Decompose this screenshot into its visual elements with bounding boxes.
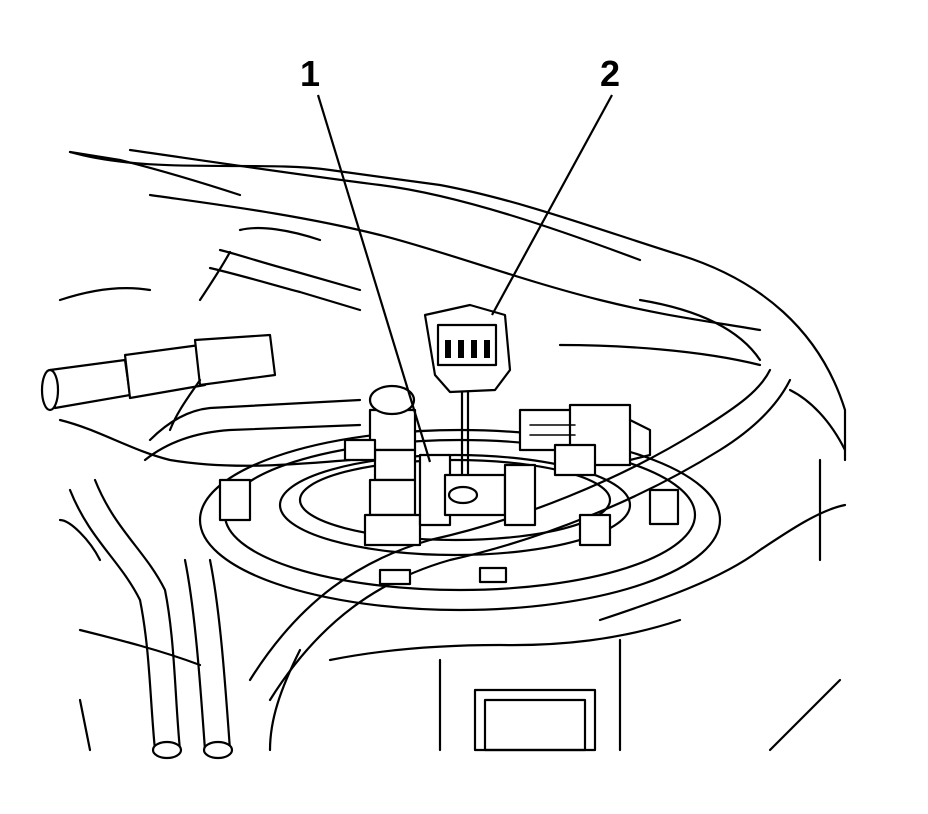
fuel-hose-left bbox=[40, 226, 362, 462]
module-harness-connector bbox=[518, 403, 652, 477]
callout-2-number: 2 bbox=[600, 53, 620, 94]
tank-bottom-bracket bbox=[268, 638, 622, 752]
fuel-line-fittings bbox=[343, 384, 422, 547]
callout-1-leader bbox=[316, 94, 432, 463]
tank-body-outline bbox=[58, 148, 847, 752]
fuel-sensor-body bbox=[418, 453, 537, 527]
fuel-sensor-electrical-connector bbox=[423, 303, 512, 482]
callout-1-number: 1 bbox=[300, 53, 320, 94]
fuel-hose-vertical bbox=[68, 478, 234, 760]
callout-2-leader bbox=[491, 94, 613, 316]
fuel-pump-module-flange bbox=[198, 428, 722, 612]
